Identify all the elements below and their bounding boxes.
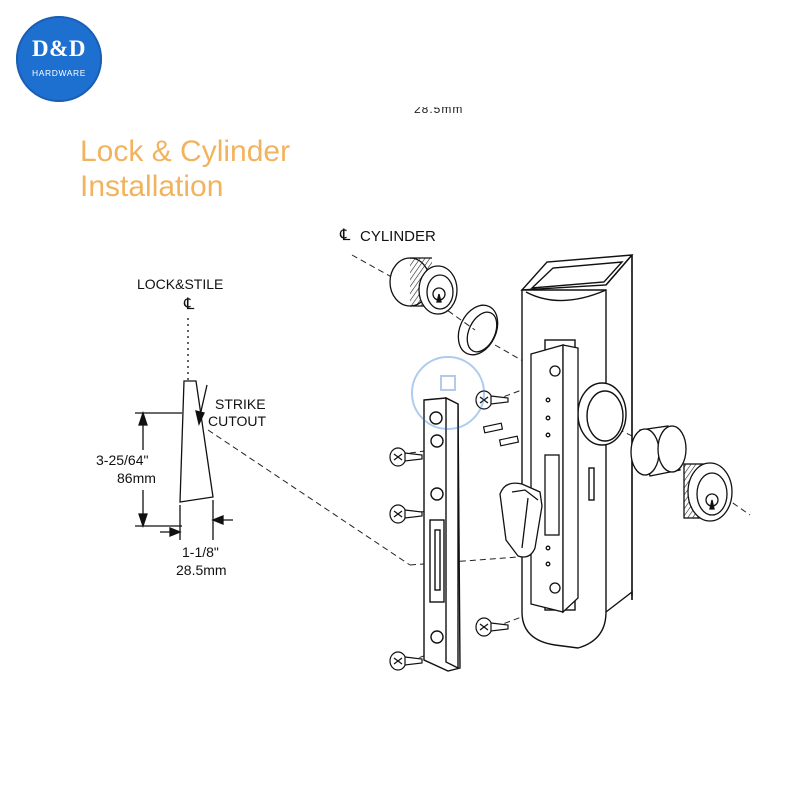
width-inches-label: 1-1/8"	[182, 544, 219, 560]
lock-stile-label: LOCK&STILE	[137, 276, 224, 292]
cylinder-ring-left	[457, 304, 499, 356]
strike-label: STRIKE	[215, 396, 266, 412]
brand-logo-name: D&D	[32, 36, 86, 61]
title-line-1: Lock & Cylinder	[80, 135, 291, 168]
brand-logo: D&D HARDWARE	[16, 16, 102, 102]
cylinder-label: CYLINDER	[360, 228, 436, 245]
cylinder-left	[389, 257, 458, 315]
height-mm-label: 86mm	[117, 470, 156, 486]
cylinder-ring-right	[630, 425, 687, 477]
centerline-symbol-cylinder: ℄	[340, 227, 351, 244]
screws	[389, 390, 520, 671]
centerline-symbol-stile: ℄	[184, 296, 195, 313]
title-line-2: Installation	[80, 170, 224, 203]
strike-plate	[423, 396, 461, 672]
cylinder-right	[683, 462, 733, 522]
brand-logo-subname: HARDWARE	[31, 68, 87, 78]
width-mm-label: 28.5mm	[176, 562, 227, 578]
height-inches-label: 3-25/64"	[96, 452, 149, 468]
watermark-seal	[411, 356, 485, 430]
strike-cutout-template	[135, 318, 233, 540]
cutout-label: CUTOUT	[208, 413, 267, 429]
lock-body	[499, 344, 579, 614]
cutoff-dimension-text: 28.5mm	[414, 107, 464, 116]
